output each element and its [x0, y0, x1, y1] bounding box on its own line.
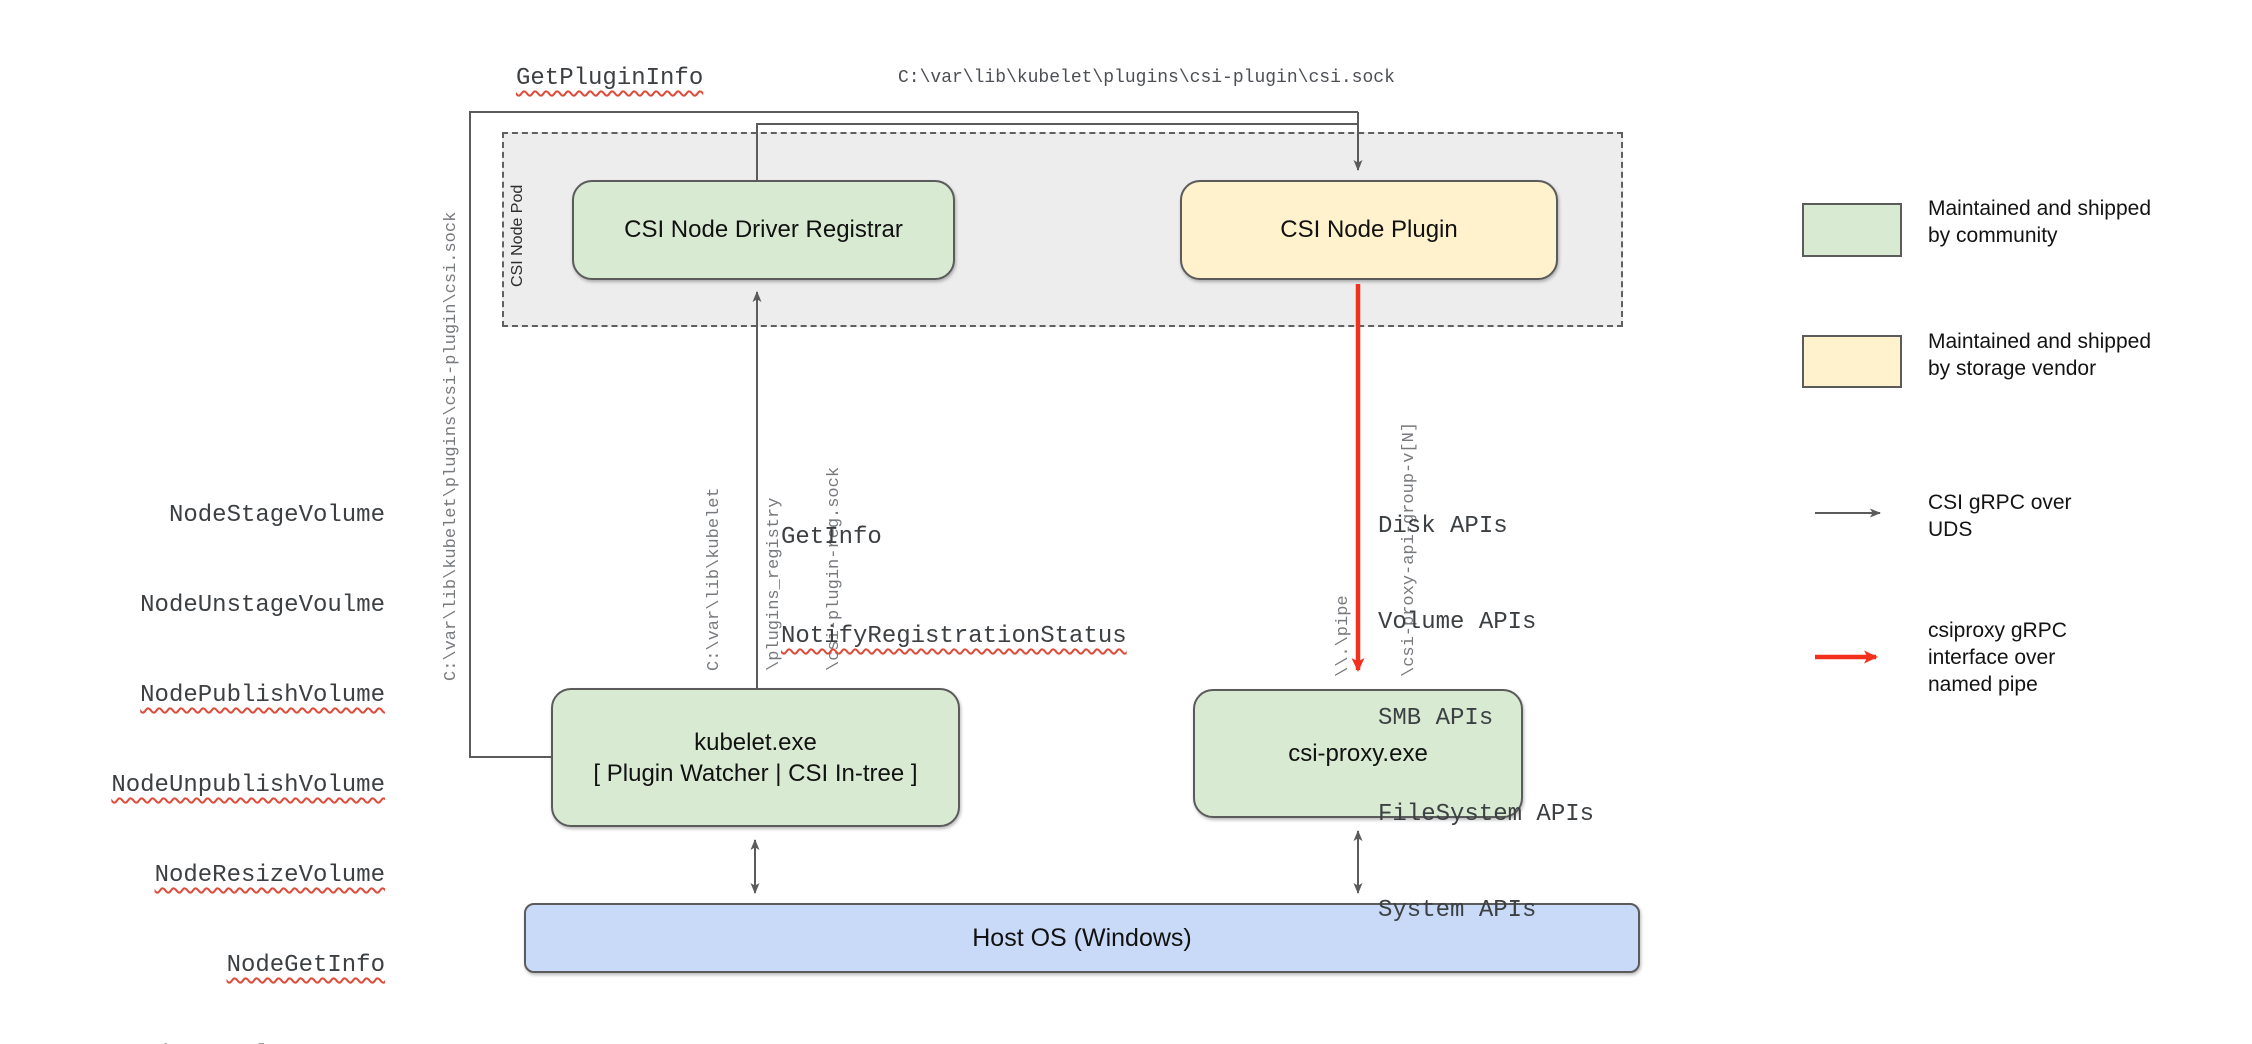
proxy-api-item: Volume APIs	[1378, 609, 1537, 636]
legend-community-line1: Maintained and shipped	[1928, 197, 2152, 220]
legend-vendor-line2: by storage vendor	[1928, 357, 2097, 380]
legend-red-arrow-label: csiproxy gRPC interface over named pipe	[1928, 617, 2067, 698]
node-rpc-call-list: NodeStageVolume NodeUnstageVoulme NodePu…	[55, 441, 385, 1044]
node-rpc-call: NodeUnpublishVolume	[111, 772, 385, 799]
legend-community-label: Maintained and shipped by community	[1928, 195, 2151, 249]
node-rpc-call: NodePublishVolume	[140, 682, 385, 709]
csi-node-plugin-box: CSI Node Plugin	[1180, 180, 1558, 280]
csi-node-plugin-label: CSI Node Plugin	[1280, 216, 1458, 243]
legend-red-arrow-line2: interface over	[1928, 646, 2056, 669]
node-rpc-call: NodeGetInfo	[226, 952, 385, 979]
legend-vendor-label: Maintained and shipped by storage vendor	[1928, 328, 2151, 382]
csi-node-pod-label: CSI Node Pod	[509, 184, 526, 287]
proxy-api-item: FileSystem APIs	[1378, 801, 1595, 828]
node-rpc-call: NodeStageVolume	[168, 502, 385, 529]
legend-gray-arrow-line1: CSI gRPC over	[1928, 491, 2072, 514]
node-rpc-call: NodeUnstageVoulme	[140, 592, 385, 619]
plugin-registry-path-line1: C:\var\lib\kubelet	[705, 487, 724, 671]
host-os-box: Host OS (Windows)	[524, 903, 1640, 973]
legend-vendor-line1: Maintained and shipped	[1928, 330, 2152, 353]
proxy-api-item: Disk APIs	[1378, 513, 1508, 540]
legend-red-arrow-line3: named pipe	[1928, 673, 2038, 696]
legend-vendor-swatch	[1802, 335, 1902, 388]
registration-rpc-labels: GetInfo NotifyRegistrationStatus	[781, 455, 1127, 719]
csi-node-driver-registrar-box: CSI Node Driver Registrar	[572, 180, 955, 280]
kubelet-csi-sock-path-label: C:\var\lib\kubelet\plugins\csi-plugin\cs…	[898, 68, 1395, 88]
proxy-api-list: Disk APIs Volume APIs SMB APIs FileSyste…	[1378, 447, 1594, 991]
legend-community-line2: by community	[1928, 224, 2058, 247]
get-plugin-info-label: GetPluginInfo	[516, 65, 704, 92]
node-rpc-call: NodeResizeVolume	[154, 862, 385, 889]
legend-community-swatch	[1802, 203, 1902, 257]
named-pipe-path-line1: \\.\pipe	[1334, 595, 1353, 677]
get-info-label: GetInfo	[781, 524, 882, 551]
notify-registration-status-label: NotifyRegistrationStatus	[781, 623, 1127, 650]
node-rpc-call: NodeGetVolumeStats	[55, 1041, 385, 1044]
legend-gray-arrow-label: CSI gRPC over UDS	[1928, 489, 2072, 543]
csi-sock-path-vertical-label: C:\var\lib\kubelet\plugins\csi-plugin\cs…	[442, 211, 461, 681]
legend-gray-arrow-line2: UDS	[1928, 518, 1973, 541]
csi-node-driver-registrar-label: CSI Node Driver Registrar	[624, 216, 903, 243]
host-os-label: Host OS (Windows)	[972, 923, 1192, 952]
legend-red-arrow-line1: csiproxy gRPC	[1928, 619, 2067, 642]
proxy-api-item: SMB APIs	[1378, 705, 1494, 732]
kubelet-label-line1: kubelet.exe	[694, 728, 817, 756]
proxy-api-item: System APIs	[1378, 897, 1537, 924]
kubelet-label-line2: [ Plugin Watcher | CSI In-tree ]	[593, 759, 918, 787]
